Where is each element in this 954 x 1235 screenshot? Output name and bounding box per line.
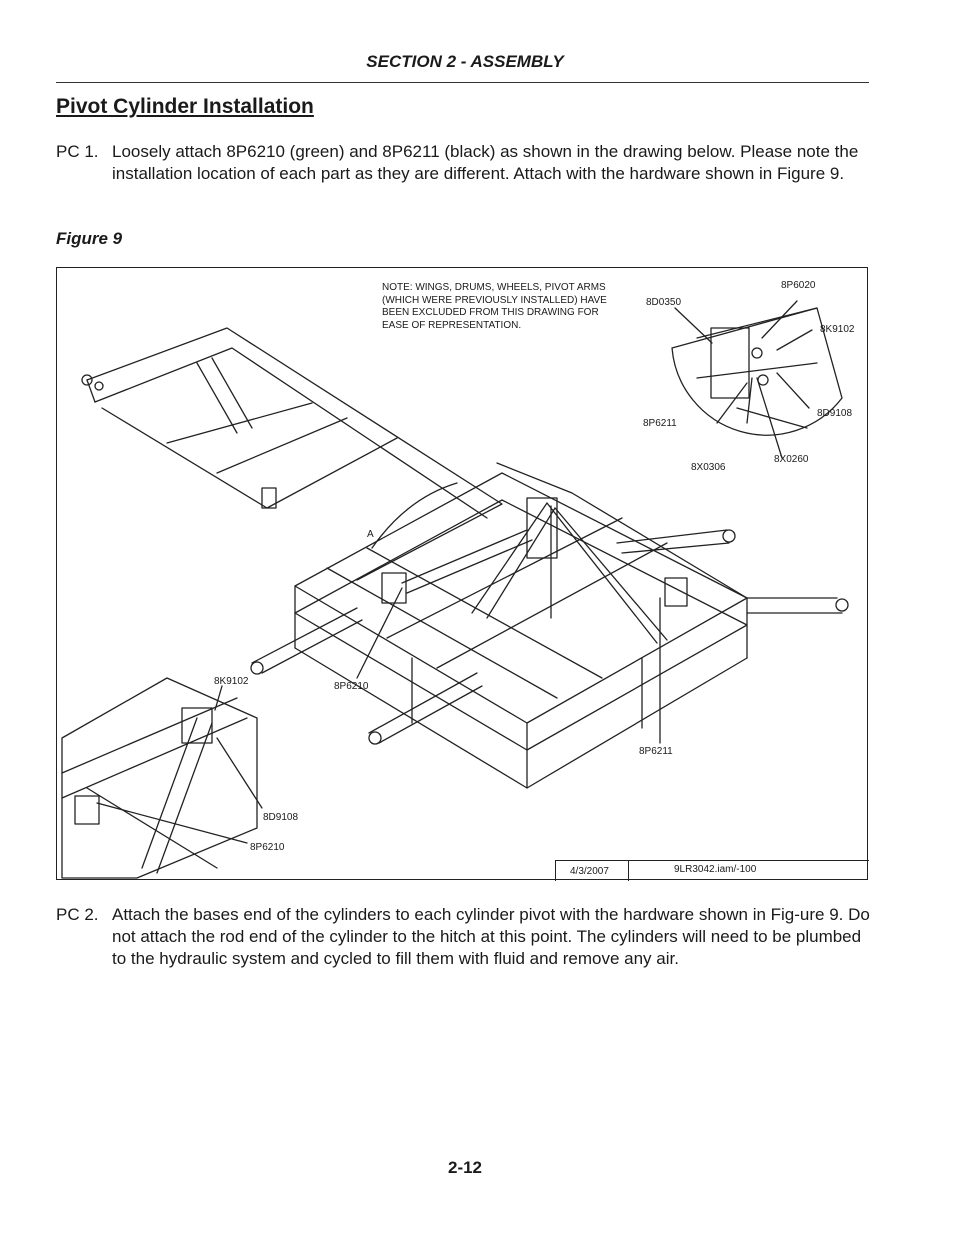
section-header: SECTION 2 - ASSEMBLY	[366, 52, 564, 71]
callout-8x0306: 8X0306	[691, 462, 726, 473]
step-text: Attach the bases end of the cylinders to…	[112, 905, 870, 968]
drawing-note: NOTE: WINGS, DRUMS, WHEELS, PIVOT ARMS (…	[382, 282, 607, 331]
a-frame	[471, 462, 748, 644]
step-text: Loosely attach 8P6210 (green) and 8P6211…	[112, 142, 859, 183]
hitch-frame-drawing	[61, 300, 849, 879]
leader-lines	[356, 482, 661, 744]
callout-8p6211-bottom: 8P6211	[639, 746, 673, 757]
figure-label: Figure 9	[56, 229, 123, 248]
hitch-tongue	[81, 327, 503, 581]
lower-arms	[250, 529, 849, 745]
figure-drawing: NOTE: WINGS, DRUMS, WHEELS, PIVOT ARMS (…	[56, 267, 869, 881]
drawing-date: 4/3/2007	[570, 866, 609, 877]
callout-8x0260: 8X0260	[774, 454, 809, 465]
callout-8p6210-left: 8P6210	[250, 842, 285, 853]
header-rule	[56, 82, 869, 83]
callout-8p6210-mid: 8P6210	[334, 681, 369, 692]
drawing-number: 9LR3042.iam/-100	[674, 864, 757, 875]
callout-8k9102-left: 8K9102	[214, 676, 249, 687]
page-title: Pivot Cylinder Installation	[56, 95, 314, 118]
detail-view-top	[671, 300, 843, 459]
step-number: PC 1.	[56, 142, 99, 161]
callout-a: A	[367, 529, 374, 540]
callout-8k9102-top: 8K9102	[820, 324, 855, 335]
page-number: 2-12	[447, 1158, 483, 1177]
step-pc1: PC 1. Loosely attach 8P6210 (green) and …	[56, 141, 871, 185]
title-block-divider	[628, 861, 629, 881]
detail-view-bottom	[61, 677, 263, 879]
callout-8d9108-left: 8D9108	[263, 812, 299, 823]
callout-8p6020: 8P6020	[781, 280, 816, 291]
callout-8p6211-top: 8P6211	[643, 418, 677, 429]
main-frame	[294, 472, 748, 789]
callout-8d9108-top: 8D9108	[817, 408, 853, 419]
step-pc2: PC 2. Attach the bases end of the cylind…	[56, 904, 871, 970]
title-block: 4/3/2007 9LR3042.iam/-100	[555, 860, 869, 881]
callout-8d0350: 8D0350	[646, 297, 682, 308]
step-number: PC 2.	[56, 905, 99, 924]
